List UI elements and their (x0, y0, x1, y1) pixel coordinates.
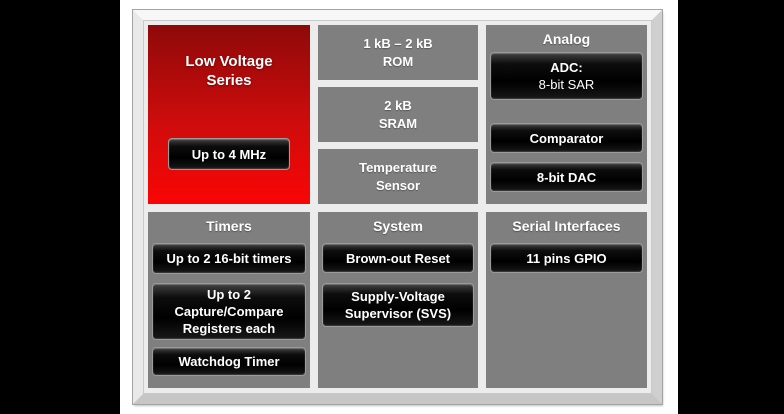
left-black-bar (0, 0, 120, 414)
serial-interfaces-title: Serial Interfaces (512, 218, 621, 234)
section-low-voltage-series: Low Voltage Series Up to 4 MHz (148, 25, 310, 204)
diagram-grid: Low Voltage Series Up to 4 MHz 1 kB – 2 … (143, 20, 652, 394)
rom-block: 1 kB – 2 kB ROM (318, 25, 478, 80)
timers-title: Timers (206, 218, 252, 234)
comparator-badge: Comparator (490, 123, 643, 153)
analog-title: Analog (542, 31, 591, 47)
device-block-diagram-frame: Low Voltage Series Up to 4 MHz 1 kB – 2 … (132, 9, 663, 405)
capture-compare-badge: Up to 2 Capture/Compare Registers each (152, 283, 306, 340)
adc-label-line1: ADC: (550, 60, 583, 75)
sixteen-bit-timers-badge: Up to 2 16-bit timers (152, 243, 306, 274)
low-voltage-series-title: Low Voltage Series (185, 53, 273, 89)
right-black-bar (678, 0, 784, 414)
watchdog-timer-badge: Watchdog Timer (152, 347, 306, 376)
speed-badge: Up to 4 MHz (168, 138, 290, 170)
brownout-reset-badge: Brown-out Reset (322, 243, 474, 273)
section-serial-interfaces: Serial Interfaces 11 pins GPIO (486, 212, 647, 388)
memory-column: 1 kB – 2 kB ROM 2 kB SRAM Temperature Se… (318, 25, 478, 204)
temperature-sensor-block: Temperature Sensor (318, 149, 478, 204)
svs-badge: Supply-Voltage Supervisor (SVS) (322, 283, 474, 327)
gpio-badge: 11 pins GPIO (490, 243, 643, 273)
dac-badge: 8-bit DAC (490, 162, 643, 192)
section-timers: Timers Up to 2 16-bit timers Up to 2 Cap… (148, 212, 310, 388)
adc-badge: ADC: 8-bit SAR (490, 52, 643, 100)
system-title: System (373, 218, 423, 234)
section-analog: Analog ADC: 8-bit SAR Comparator 8-bit D… (486, 25, 647, 204)
adc-label-line2: 8-bit SAR (538, 77, 595, 92)
sram-block: 2 kB SRAM (318, 87, 478, 142)
section-system: System Brown-out Reset Supply-Voltage Su… (318, 212, 478, 388)
